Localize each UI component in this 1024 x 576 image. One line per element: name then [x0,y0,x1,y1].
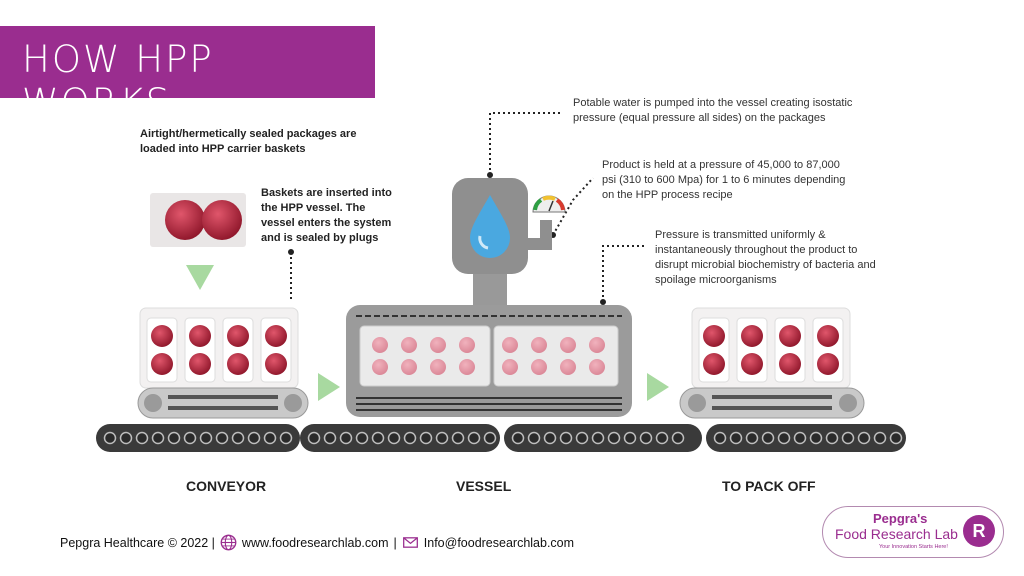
footer-email-link[interactable]: Info@foodresearchlab.com [423,535,575,550]
brand-logo: Pepgra's Food Research Lab Your Innovati… [822,506,1004,558]
track-belts [96,424,906,452]
title-banner: HOW HPP WORKS [0,26,375,124]
stage-label-conveyor: CONVEYOR [186,478,267,494]
note-water-pumped: Potable water is pumped into the vessel … [573,97,853,124]
logo-tagline: Your Innovation Starts Here! [879,544,948,550]
flow-arrow-2 [647,373,669,401]
footer-website-link[interactable]: www.foodresearchlab.com [241,535,389,550]
footer-company: Pepgra Healthcare © 2022 | [60,535,215,550]
flow-arrow-1 [318,373,340,401]
leader-lines [290,112,645,302]
page-title: HOW HPP WORKS [22,38,214,124]
logo-line-1: Pepgra's [873,511,928,526]
conveyor-basket [137,307,309,419]
stage-label-vessel: VESSEL [456,478,512,494]
footer: Pepgra Healthcare © 2022 | www.foodresea… [60,534,574,551]
mail-icon [402,537,418,548]
sealed-package-photo [150,193,246,247]
note-pressure-held: Product is held at a pressure of 45,000 … [602,159,846,201]
pump-housing [452,178,566,308]
logo-line-2: Food Research Lab [835,526,958,542]
note-pressure-transmitted: Pressure is transmitted uniformly & inst… [655,229,876,286]
hpp-vessel [346,305,632,417]
down-arrow [186,265,214,290]
globe-icon [220,534,237,551]
logo-mark-icon: R [963,515,995,547]
stage-label-pack-off: TO PACK OFF [722,478,816,494]
note-baskets-inserted: Baskets are inserted into the HPP vessel… [261,187,392,244]
footer-separator: | [393,535,397,550]
note-packages-loaded: Airtight/hermetically sealed packages ar… [140,128,357,155]
pack-off-basket [679,307,865,419]
